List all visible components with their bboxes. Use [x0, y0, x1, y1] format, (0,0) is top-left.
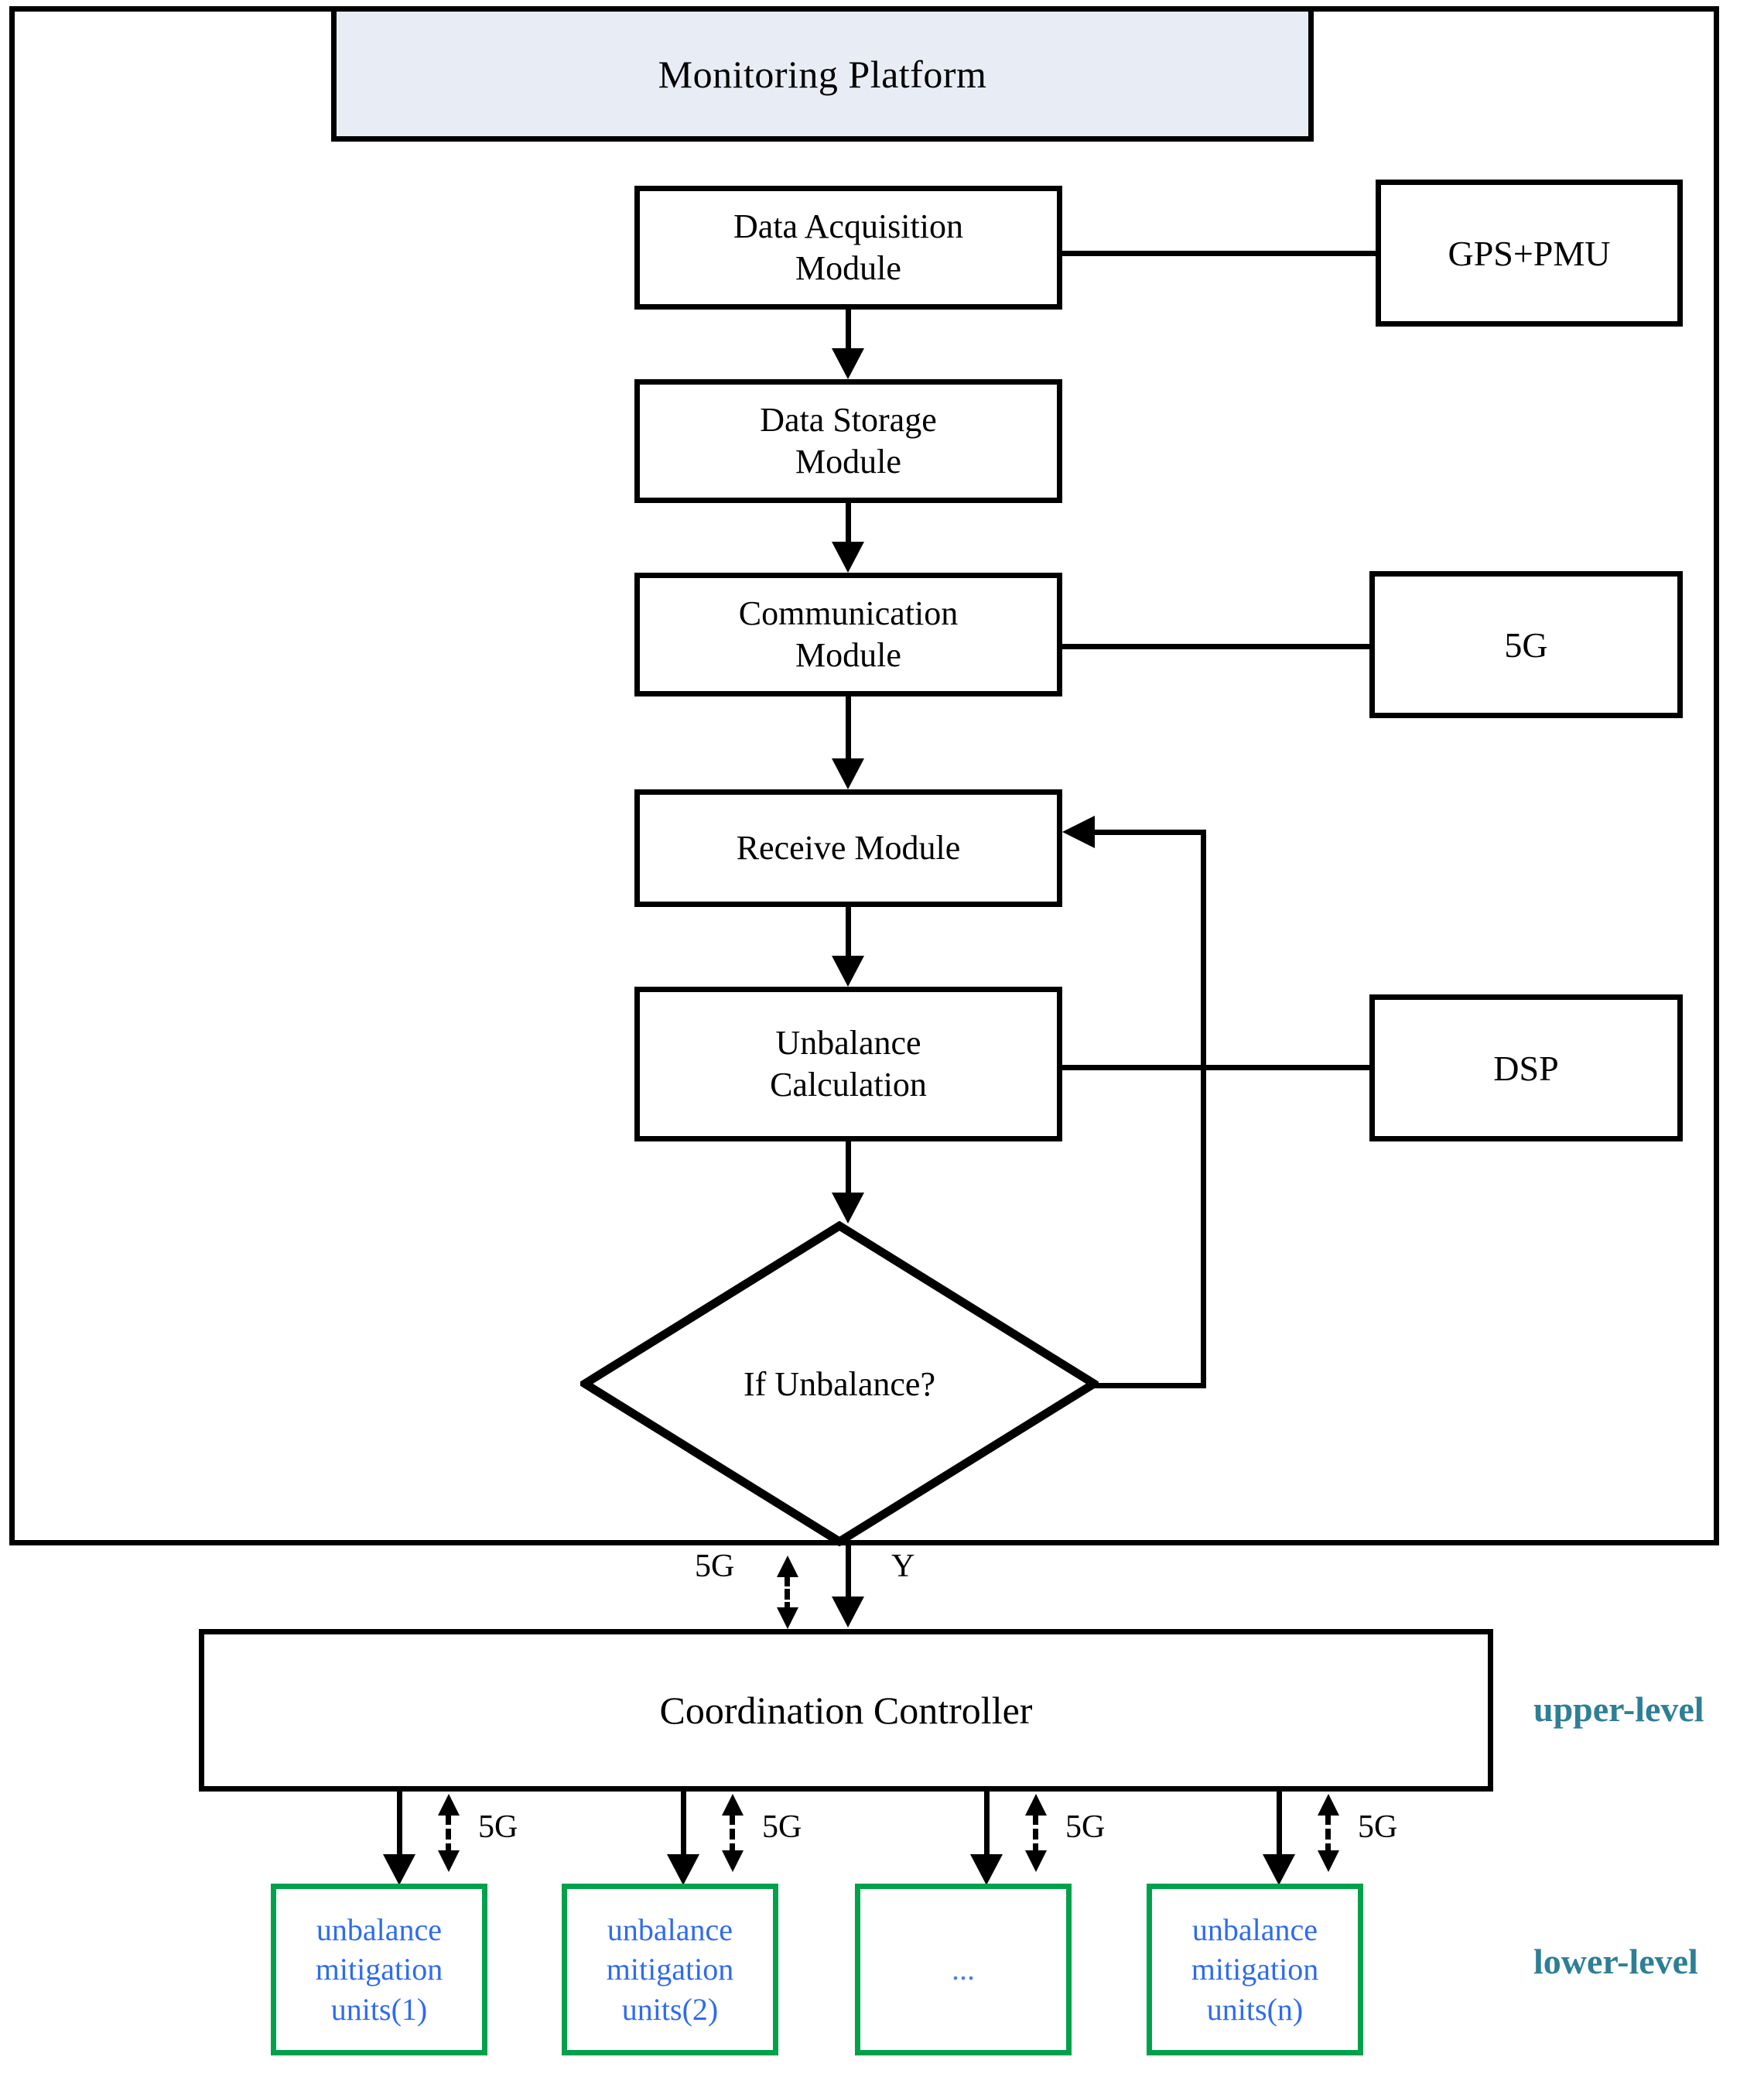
controller-to-unit2-arrow [667, 1854, 699, 1885]
connector-communication-to-5g [1062, 644, 1372, 649]
dsp-label: DSP [1493, 1048, 1559, 1088]
process-box-data-acquisition[interactable]: Data Acquisition Module [634, 186, 1062, 310]
lower-level-label: lower-level [1533, 1942, 1698, 1981]
controller-to-unit1-arrow [383, 1854, 415, 1885]
unit3-5g-arrow-up [1025, 1794, 1047, 1816]
feedback-loop-arrow [1062, 816, 1095, 848]
data-storage-line2: Module [795, 443, 901, 481]
five-g-label: 5G [1504, 625, 1548, 665]
controller-to-unit3-line [984, 1792, 990, 1861]
feedback-loop-bottom-line [1093, 1383, 1206, 1388]
unit-box-2[interactable]: unbalance mitigation units(2) [562, 1884, 778, 2055]
process-box-unbalance-calculation[interactable]: Unbalance Calculation [634, 987, 1062, 1141]
connector-communication-to-receive-arrow [832, 758, 864, 789]
unit2-5g-arrow-down [722, 1850, 744, 1872]
unbalance-calculation-line2: Calculation [770, 1066, 927, 1104]
connector-communication-to-receive-line [846, 696, 851, 760]
receive-line1: Receive Module [736, 829, 961, 868]
unit2-line3: units(2) [621, 1991, 719, 2027]
unit1-5g-arrow-up [438, 1794, 460, 1816]
connector-calculation-to-dsp [1062, 1065, 1372, 1070]
connector-storage-to-communication-arrow [832, 542, 864, 573]
unitn-5g-arrow-down [1318, 1850, 1339, 1872]
controller-5g-link-arrow-down [777, 1607, 798, 1629]
connector-receive-to-calculation-arrow [832, 956, 864, 987]
decision-node-if-unbalance[interactable]: If Unbalance? [580, 1221, 1099, 1546]
communication-line1: Communication [738, 594, 959, 633]
feedback-loop-top-line [1095, 830, 1206, 835]
unbalance-calculation-line1: Unbalance [775, 1024, 921, 1063]
monitoring-platform-header: Monitoring Platform [331, 6, 1314, 142]
coordination-controller-label: Coordination Controller [659, 1689, 1033, 1732]
controller-to-unitn-line [1277, 1792, 1282, 1861]
unit3-5g-dashes [1033, 1814, 1038, 1854]
unit1-line1: unbalance [316, 1912, 443, 1948]
unitn-5g-arrow-up [1318, 1794, 1339, 1816]
controller-to-unit1-line [397, 1792, 402, 1861]
controller-to-unit2-line [681, 1792, 686, 1861]
feedback-loop-vertical-line [1201, 830, 1206, 1388]
unit1-line3: units(1) [330, 1991, 428, 2027]
data-acquisition-line2: Module [795, 249, 901, 287]
decision-yes-label: Y [891, 1549, 915, 1584]
controller-5g-link-dashes [785, 1576, 790, 1613]
side-box-dsp[interactable]: DSP [1369, 994, 1683, 1141]
connector-calculation-to-decision-arrow [832, 1193, 864, 1224]
connector-calculation-to-decision-line [846, 1141, 851, 1194]
data-storage-line1: Data Storage [760, 401, 937, 440]
unitn-5g-label: 5G [1358, 1809, 1398, 1845]
side-box-5g[interactable]: 5G [1369, 571, 1683, 718]
process-box-receive[interactable]: Receive Module [634, 789, 1062, 907]
gps-pmu-label: GPS+PMU [1448, 233, 1611, 273]
unit1-5g-arrow-down [438, 1850, 460, 1872]
unit2-5g-dashes [730, 1814, 735, 1854]
unit2-5g-label: 5G [762, 1809, 802, 1845]
unitn-5g-dashes [1325, 1814, 1331, 1854]
controller-to-unitn-arrow [1263, 1854, 1295, 1885]
unit3-5g-label: 5G [1065, 1809, 1106, 1845]
connector-decision-yes-arrow [832, 1597, 864, 1627]
unitn-line3: units(n) [1206, 1991, 1304, 2027]
unit-ellipsis-label: ... [952, 1952, 975, 1987]
unit3-5g-arrow-down [1025, 1850, 1047, 1872]
connector-receive-to-calculation-line [846, 907, 851, 957]
unit-box-1[interactable]: unbalance mitigation units(1) [271, 1884, 487, 2055]
unitn-line2: mitigation [1191, 1952, 1319, 1987]
upper-level-label: upper-level [1533, 1689, 1704, 1729]
controller-to-unit3-arrow [970, 1854, 1003, 1885]
unitn-line1: unbalance [1191, 1912, 1318, 1948]
coordination-controller-box[interactable]: Coordination Controller [199, 1629, 1493, 1792]
unit1-5g-label: 5G [478, 1809, 518, 1845]
unit2-line2: mitigation [606, 1952, 734, 1987]
unit1-line2: mitigation [315, 1952, 443, 1987]
process-box-communication[interactable]: Communication Module [634, 573, 1062, 696]
connector-storage-to-communication-line [846, 503, 851, 543]
process-box-data-storage[interactable]: Data Storage Module [634, 379, 1062, 503]
data-acquisition-line1: Data Acquisition [733, 207, 963, 246]
communication-line2: Module [795, 636, 901, 674]
unit2-5g-arrow-up [722, 1794, 744, 1816]
connector-acquisition-to-gps-pmu [1062, 251, 1378, 256]
unit-box-n[interactable]: unbalance mitigation units(n) [1147, 1884, 1363, 2055]
unit1-5g-dashes [446, 1814, 451, 1854]
controller-5g-label: 5G [695, 1549, 735, 1584]
controller-5g-link-arrow-up [777, 1556, 798, 1577]
unit-box-ellipsis[interactable]: ... [855, 1884, 1072, 2055]
platform-title: Monitoring Platform [658, 52, 987, 96]
connector-acquisition-to-storage-arrow [832, 348, 864, 379]
connector-acquisition-to-storage-line [846, 310, 851, 350]
side-box-gps-pmu[interactable]: GPS+PMU [1376, 180, 1683, 327]
unit2-line1: unbalance [607, 1912, 733, 1948]
connector-decision-yes-line [846, 1545, 851, 1600]
